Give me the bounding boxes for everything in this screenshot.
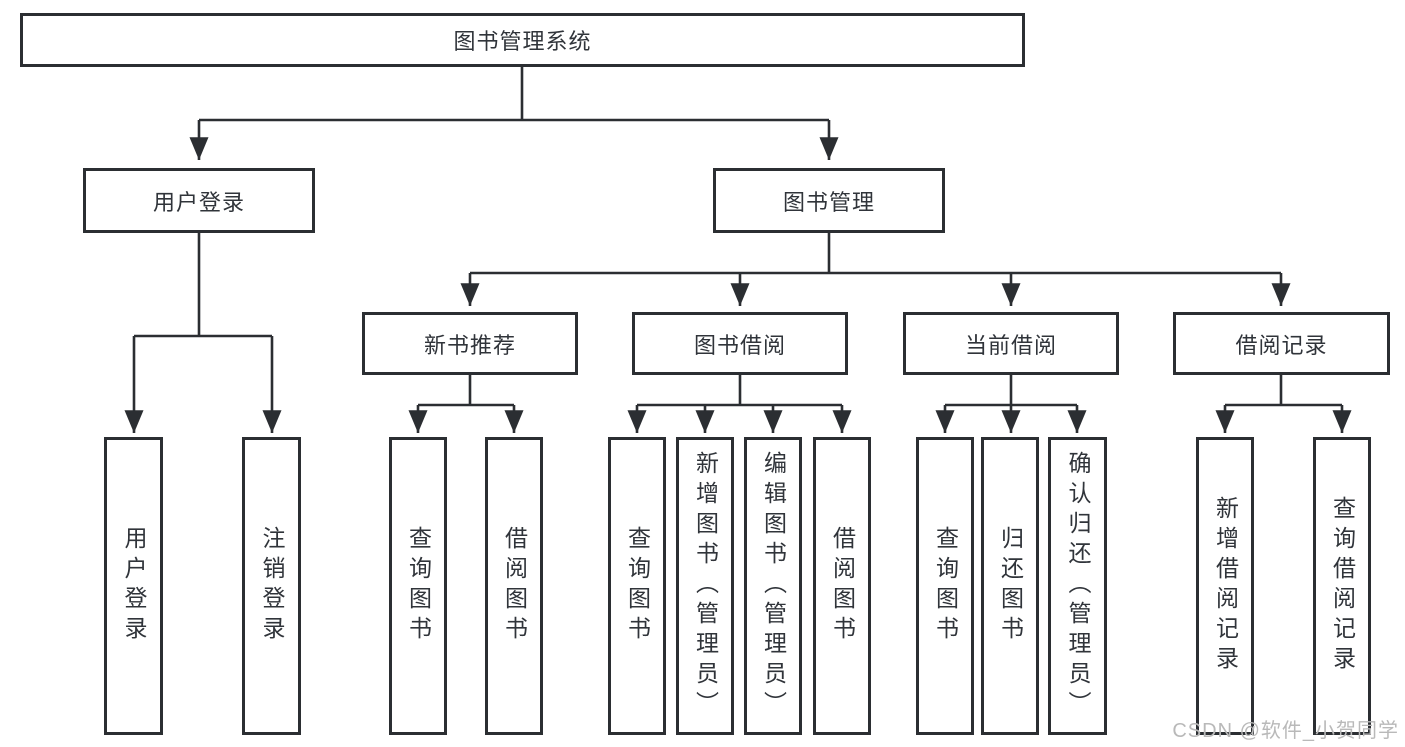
leaf-bb-add-book-admin: 新增图书（管理员） (676, 437, 734, 735)
leaf-bb-borrow-book: 借阅图书 (813, 437, 871, 735)
leaf-user-login: 用户登录 (104, 437, 163, 735)
leaf-cb-query-book: 查询图书 (916, 437, 974, 735)
csdn-watermark: CSDN @软件_小贺同学 (1172, 720, 1399, 742)
wire-current-borrow-split (945, 375, 1077, 407)
node-book-management: 图书管理 (713, 168, 945, 233)
leaf-nb-query-book: 查询图书 (389, 437, 447, 735)
leaf-bb-edit-book-admin: 编辑图书（管理员） (744, 437, 802, 735)
leaf-logout: 注销登录 (242, 437, 301, 735)
wire-book-management-split (470, 233, 1281, 275)
node-new-book-recommend: 新书推荐 (362, 312, 578, 375)
wire-new-book-split (418, 375, 514, 407)
leaf-bb-query-book: 查询图书 (608, 437, 666, 735)
node-book-borrow: 图书借阅 (632, 312, 848, 375)
node-current-borrow: 当前借阅 (903, 312, 1119, 375)
leaf-br-query-record: 查询借阅记录 (1313, 437, 1371, 735)
wire-borrow-record-split (1225, 375, 1342, 407)
leaf-cb-confirm-return-admin: 确认归还（管理员） (1048, 437, 1107, 735)
leaf-nb-borrow-book: 借阅图书 (485, 437, 543, 735)
wire-root-split (199, 67, 829, 122)
leaf-br-add-record: 新增借阅记录 (1196, 437, 1254, 735)
wire-book-borrow-split (637, 375, 842, 407)
node-user-login: 用户登录 (83, 168, 315, 233)
node-library-management-system: 图书管理系统 (20, 13, 1025, 67)
leaf-cb-return-book: 归还图书 (981, 437, 1039, 735)
wire-user-login-split (134, 233, 272, 338)
node-borrow-record: 借阅记录 (1173, 312, 1390, 375)
